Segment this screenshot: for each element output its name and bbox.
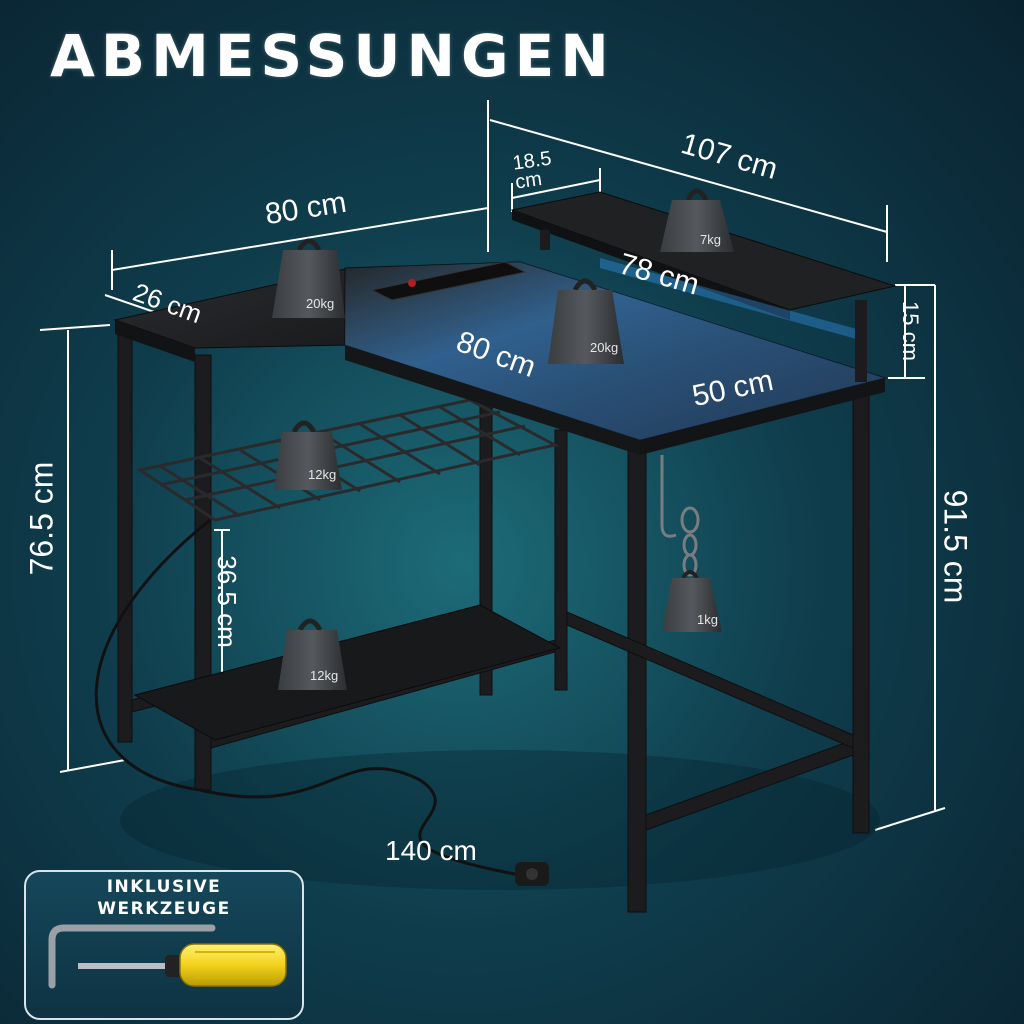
weight-label-basket: 12kg [308,467,337,482]
hook-chain [660,455,700,577]
dim-cable-length: 140 cm [385,835,477,866]
power-strip [370,261,527,301]
weight-label-main-top: 20kg [590,340,619,355]
power-plug [515,862,549,886]
weight-label-hook: 1kg [697,612,718,627]
included-tools-panel: INKLUSIVE WERKZEUGE [24,870,304,1020]
weight-main-top [548,278,624,364]
weight-label-side-top: 20kg [306,296,335,311]
weight-monitor-shelf [660,188,734,252]
tools-title-line1: INKLUSIVE [106,877,222,897]
dim-shelf-height: 15 cm [897,301,923,361]
dimension-lines [39,100,946,831]
dim-total-height: 91.5 cm [937,489,974,604]
weight-side-top [272,238,345,318]
included-tools-title: INKLUSIVE WERKZEUGE [26,876,302,920]
dim-shelf-depth: 18.5 cm [511,147,556,193]
weight-label-bottom-shelf: 12kg [310,668,339,683]
dim-desk-height: 76.5 cm [23,461,60,576]
weight-label-monitor-shelf: 7kg [700,232,721,247]
tools-title-line2: WERKZEUGE [97,899,231,919]
weight-bottom-shelf [278,618,347,690]
page-title: ABMESSUNGEN [50,22,615,90]
bottom-shelf [133,604,562,741]
weight-basket [274,420,342,490]
dim-lower-shelf-height: 36.5 cm [211,555,242,648]
power-cable [94,518,521,877]
weight-hook [662,570,722,632]
